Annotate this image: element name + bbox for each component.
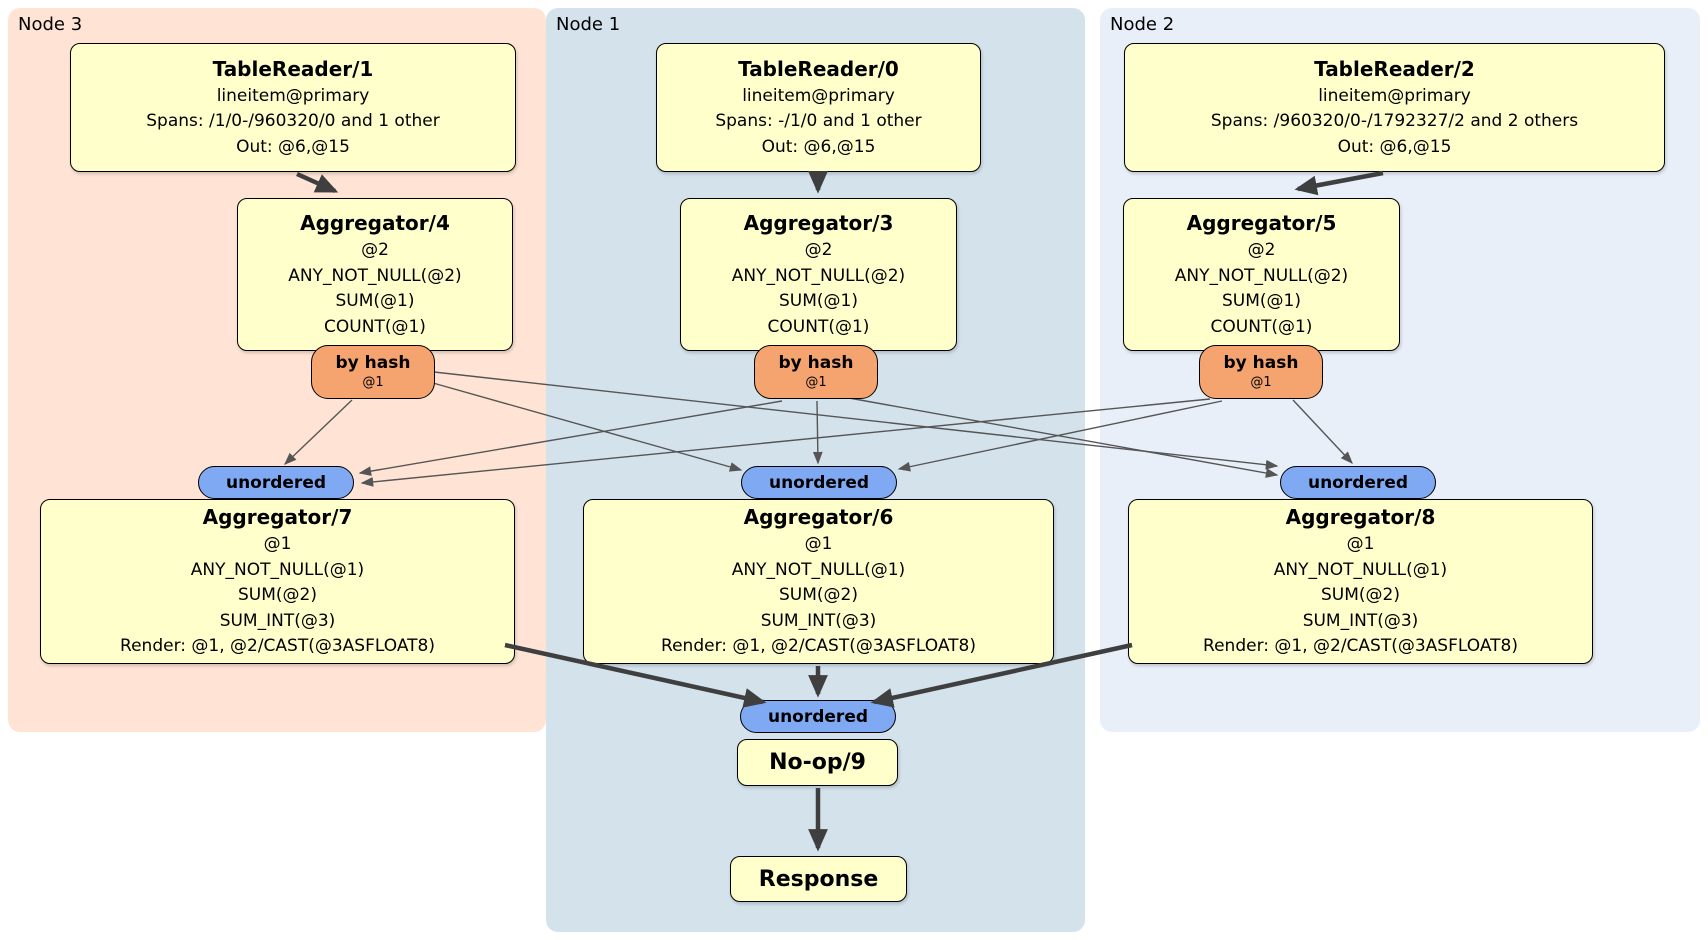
processor-detail: SUM(@2) [238, 585, 317, 606]
node3-label: Node 3 [18, 14, 83, 35]
router-detail: @1 [362, 375, 384, 390]
processor-detail: SUM_INT(@3) [760, 610, 877, 631]
processor-detail: Out: @6,@15 [761, 136, 876, 157]
processor-tablereader-2: TableReader/2 lineitem@primary Spans: /9… [1124, 43, 1665, 172]
router-label: by hash [1223, 353, 1299, 373]
processor-title: TableReader/1 [212, 56, 374, 81]
processor-detail: Render: @1, @2/CAST(@3ASFLOAT8) [661, 636, 976, 657]
processor-detail: @1 [804, 534, 833, 555]
sync-unordered-node3: unordered [198, 466, 354, 499]
processor-detail: @1 [263, 534, 292, 555]
processor-detail: COUNT(@1) [767, 316, 870, 337]
processor-title: Aggregator/7 [202, 505, 353, 530]
processor-title: Aggregator/6 [743, 505, 894, 530]
processor-detail: COUNT(@1) [324, 316, 426, 337]
processor-title: TableReader/0 [738, 56, 899, 81]
processor-detail: ANY_NOT_NULL(@2) [731, 265, 906, 286]
router-label: by hash [335, 353, 411, 373]
processor-detail: SUM(@2) [1321, 585, 1400, 606]
processor-detail: Spans: /960320/0-/1792327/2 and 2 others [1210, 111, 1579, 132]
processor-detail: lineitem@primary [742, 85, 895, 106]
sync-unordered-node2: unordered [1280, 466, 1436, 499]
processor-aggregator-8: Aggregator/8 @1 ANY_NOT_NULL(@1) SUM(@2)… [1128, 499, 1593, 664]
router-by-hash-node1: by hash @1 [754, 345, 878, 399]
processor-detail: SUM(@1) [1222, 291, 1301, 311]
processor-detail: ANY_NOT_NULL(@2) [288, 265, 462, 286]
node2-label: Node 2 [1110, 14, 1175, 35]
processor-aggregator-5: Aggregator/5 @2 ANY_NOT_NULL(@2) SUM(@1)… [1123, 198, 1400, 351]
processor-title: Aggregator/4 [300, 211, 450, 235]
processor-aggregator-4: Aggregator/4 @2 ANY_NOT_NULL(@2) SUM(@1)… [237, 198, 513, 351]
router-detail: @1 [1250, 375, 1272, 390]
processor-detail: SUM(@2) [779, 585, 858, 606]
router-detail: @1 [805, 375, 827, 390]
sync-unordered-final: unordered [740, 700, 896, 733]
processor-detail: SUM(@1) [779, 291, 858, 311]
router-by-hash-node2: by hash @1 [1199, 345, 1323, 399]
processor-tablereader-1: TableReader/1 lineitem@primary Spans: /1… [70, 43, 516, 172]
processor-detail: lineitem@primary [1318, 85, 1471, 106]
node1-label: Node 1 [556, 14, 621, 35]
processor-detail: SUM_INT(@3) [1302, 610, 1419, 631]
processor-noop-9: No-op/9 [737, 739, 898, 786]
processor-title: Aggregator/5 [1186, 211, 1337, 235]
processor-detail: Out: @6,@15 [236, 136, 350, 157]
processor-detail: lineitem@primary [216, 85, 370, 106]
processor-detail: ANY_NOT_NULL(@1) [1273, 559, 1448, 580]
processor-detail: ANY_NOT_NULL(@2) [1174, 265, 1349, 286]
processor-detail: @2 [1247, 240, 1276, 260]
router-by-hash-node3: by hash @1 [311, 345, 435, 399]
processor-title: Aggregator/3 [743, 211, 894, 235]
processor-title: Aggregator/8 [1285, 505, 1436, 530]
processor-title: TableReader/2 [1314, 56, 1475, 81]
processor-aggregator-7: Aggregator/7 @1 ANY_NOT_NULL(@1) SUM(@2)… [40, 499, 515, 664]
processor-detail: ANY_NOT_NULL(@1) [190, 559, 365, 580]
response-box: Response [730, 856, 907, 902]
processor-aggregator-3: Aggregator/3 @2 ANY_NOT_NULL(@2) SUM(@1)… [680, 198, 957, 351]
processor-detail: @1 [1346, 534, 1375, 555]
processor-aggregator-6: Aggregator/6 @1 ANY_NOT_NULL(@1) SUM(@2)… [583, 499, 1054, 664]
processor-detail: ANY_NOT_NULL(@1) [731, 559, 906, 580]
processor-detail: Render: @1, @2/CAST(@3ASFLOAT8) [1203, 636, 1518, 657]
processor-detail: Spans: /1/0-/960320/0 and 1 other [146, 111, 440, 132]
processor-detail: SUM(@1) [335, 291, 415, 311]
processor-detail: Spans: -/1/0 and 1 other [715, 111, 922, 132]
sync-unordered-node1: unordered [741, 466, 897, 499]
processor-detail: Out: @6,@15 [1337, 136, 1452, 157]
processor-detail: @2 [804, 240, 833, 260]
processor-detail: @2 [361, 240, 389, 260]
processor-detail: Render: @1, @2/CAST(@3ASFLOAT8) [120, 636, 435, 657]
processor-detail: COUNT(@1) [1210, 316, 1313, 337]
processor-tablereader-0: TableReader/0 lineitem@primary Spans: -/… [656, 43, 981, 172]
processor-detail: SUM_INT(@3) [219, 610, 336, 631]
router-label: by hash [778, 353, 854, 373]
